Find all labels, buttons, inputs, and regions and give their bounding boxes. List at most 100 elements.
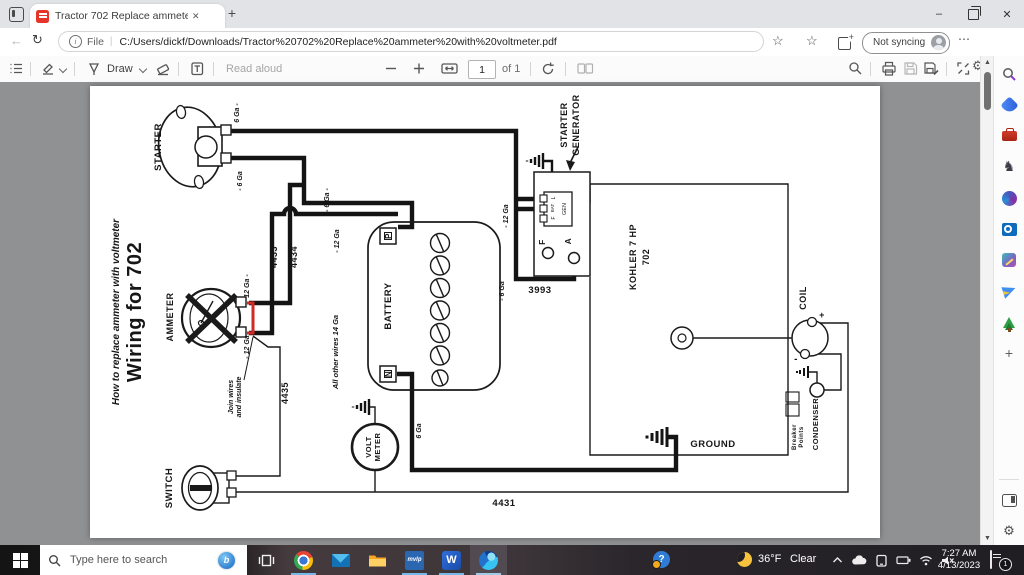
sidebar-tree-icon[interactable]: [999, 312, 1019, 332]
kohler-label-1: KOHLER 7 HP: [628, 224, 638, 290]
red-splice-wire: [247, 301, 255, 335]
add-favorite-icon[interactable]: ☆: [772, 33, 784, 48]
file-explorer-button[interactable]: [359, 545, 396, 575]
hidden-icons-chevron[interactable]: [832, 556, 843, 564]
minimize-button[interactable]: –: [935, 8, 943, 20]
battery-label: BATTERY: [383, 282, 394, 329]
edge-sidebar: ♞ + ⚙: [993, 56, 1024, 545]
save-icon[interactable]: [902, 60, 919, 77]
pdf-viewport[interactable]: Wiring for 702 How to replace ammeter wi…: [0, 82, 980, 545]
wiring-diagram: Wiring for 702 How to replace ammeter wi…: [111, 94, 849, 511]
search-input[interactable]: [68, 553, 212, 567]
print-icon[interactable]: [880, 60, 898, 77]
wire-label-12ga-2: 12 Ga -: [244, 274, 251, 298]
sidebar-shopping-icon[interactable]: [999, 95, 1019, 115]
zoom-out-icon[interactable]: [384, 60, 398, 77]
sidebar-designer-icon[interactable]: [999, 250, 1019, 270]
page-count-label: of 1: [502, 63, 521, 75]
draw-dropdown-icon[interactable]: [138, 64, 148, 74]
rotate-icon[interactable]: [540, 60, 557, 77]
url-text: C:/Users/dickf/Downloads/Tractor%20702%2…: [119, 35, 557, 48]
weather-moon-icon[interactable]: [737, 552, 752, 567]
wifi-icon[interactable]: [919, 555, 933, 566]
reg-f-label: F: [551, 216, 557, 219]
table-of-contents-icon[interactable]: [8, 60, 24, 77]
highlighter-dropdown-icon[interactable]: [58, 64, 68, 74]
weather-temp[interactable]: 36°F: [758, 553, 782, 565]
onedrive-icon[interactable]: [851, 554, 867, 566]
pdf-scrollbar[interactable]: ▲ ▼: [980, 56, 994, 545]
sidebar-drop-icon[interactable]: [999, 281, 1019, 301]
profile-button[interactable]: Not syncing: [862, 31, 951, 54]
sidebar-search-icon[interactable]: [999, 64, 1019, 84]
restore-button[interactable]: [956, 0, 990, 28]
chrome-button[interactable]: [285, 545, 322, 575]
search-icon: [49, 554, 61, 566]
battery-icon[interactable]: [896, 555, 911, 565]
volume-muted-icon[interactable]: [941, 555, 955, 566]
page-view-icon[interactable]: [576, 60, 595, 77]
action-center-button[interactable]: 1: [990, 550, 1012, 571]
sidebar-settings-icon[interactable]: ⚙: [1003, 523, 1015, 539]
condenser-label: CONDENSER: [811, 398, 820, 451]
edge-icon: [479, 550, 498, 570]
draw-pen-icon[interactable]: [86, 60, 102, 77]
taskbar-search[interactable]: b: [40, 545, 247, 575]
wire-label-12ga-1: - 12 Ga: [334, 229, 341, 252]
your-phone-icon[interactable]: [875, 554, 888, 567]
back-icon[interactable]: ←: [10, 33, 23, 48]
sidebar-office-icon[interactable]: [999, 188, 1019, 208]
task-view-button[interactable]: [248, 545, 285, 575]
info-icon[interactable]: i: [69, 35, 82, 48]
new-tab-button[interactable]: +: [227, 5, 237, 21]
save-as-icon[interactable]: [922, 60, 941, 77]
mail-button[interactable]: [322, 545, 359, 575]
notification-icon: [990, 550, 992, 569]
tab-close-icon[interactable]: ✕: [192, 10, 200, 21]
url-field[interactable]: i File | C:/Users/dickf/Downloads/Tracto…: [58, 31, 764, 52]
more-menu-icon[interactable]: ⋯: [958, 32, 970, 46]
sidebar-outlook-icon[interactable]: [999, 219, 1019, 239]
fit-to-width-icon[interactable]: [440, 60, 459, 77]
text-selection-icon[interactable]: [189, 60, 206, 77]
word-button[interactable]: W: [433, 545, 470, 575]
notification-badge: 1: [999, 558, 1012, 571]
sync-status: Not syncing: [873, 37, 926, 48]
fullscreen-icon[interactable]: [955, 60, 972, 77]
word-icon: W: [442, 550, 461, 570]
search-document-icon[interactable]: [847, 60, 864, 77]
thin-wires: [235, 146, 849, 493]
arrow-head: [566, 160, 575, 171]
favorites-icon[interactable]: ☆: [806, 33, 818, 48]
tab-actions-icon[interactable]: [9, 7, 24, 22]
get-help-tray-icon[interactable]: ?: [652, 551, 670, 569]
highlighter-icon[interactable]: [40, 60, 56, 77]
thick-wires: [231, 128, 679, 473]
taskbar-clock[interactable]: 7:27 AM 4/13/2023: [936, 548, 982, 572]
scrollbar-thumb[interactable]: [984, 72, 991, 110]
battery-symbol: [367, 221, 501, 391]
sidebar-panel-icon[interactable]: [999, 490, 1019, 510]
sidebar-tools-icon[interactable]: [999, 126, 1019, 146]
scroll-down-icon[interactable]: ▼: [984, 535, 991, 542]
mvlp-app-button[interactable]: mvlp: [396, 545, 433, 575]
start-button[interactable]: [0, 545, 40, 575]
sidebar-add-icon[interactable]: +: [1004, 345, 1014, 361]
eraser-icon[interactable]: [155, 60, 172, 77]
refresh-icon[interactable]: ↻: [32, 33, 43, 48]
weather-condition[interactable]: Clear: [790, 553, 817, 565]
zoom-in-icon[interactable]: [412, 60, 426, 77]
draw-label[interactable]: Draw: [107, 63, 133, 75]
browser-tab[interactable]: Tractor 702 Replace ammeter wit ✕: [30, 4, 225, 28]
read-aloud-button[interactable]: Read aloud: [226, 63, 283, 75]
pdf-settings-gear-icon[interactable]: ⚙: [972, 59, 984, 74]
edge-button[interactable]: [470, 545, 507, 575]
wire-label-12ga-3: - 12 Ga: [244, 335, 251, 358]
diagram-title: Wiring for 702: [124, 242, 146, 382]
scroll-up-icon[interactable]: ▲: [984, 59, 991, 66]
page-number-input[interactable]: [468, 60, 496, 79]
close-button[interactable]: ✕: [1002, 8, 1012, 21]
coil-symbol: [791, 316, 829, 360]
collections-icon[interactable]: [838, 31, 855, 50]
sidebar-games-icon[interactable]: ♞: [1002, 159, 1016, 175]
